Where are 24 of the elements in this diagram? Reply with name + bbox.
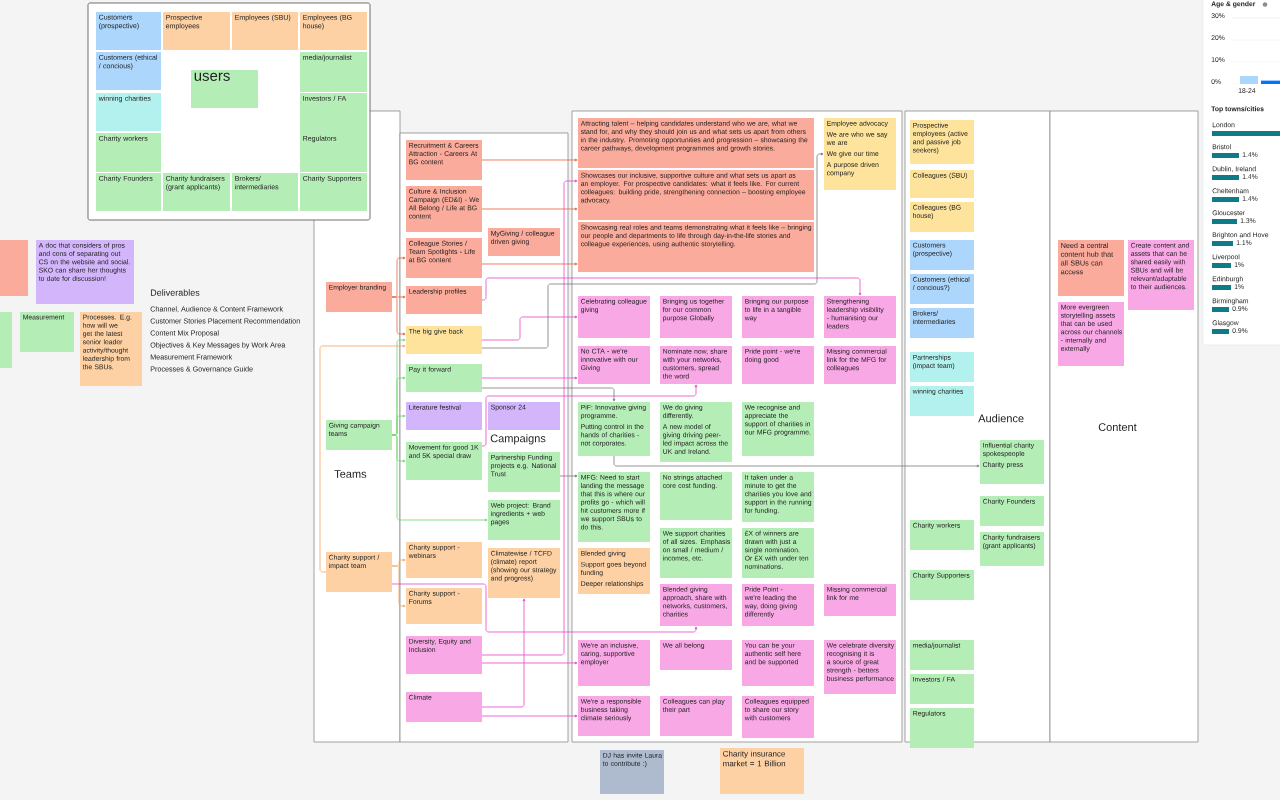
connector-arrow (481, 384, 698, 447)
connector-arrow (391, 565, 406, 608)
sticky-note: Charity insurance market = 1 Billion (720, 748, 804, 794)
connector-arrow (481, 179, 578, 656)
connector-arrow (391, 583, 698, 633)
connector-arrow (481, 661, 578, 665)
connector-arrow (481, 376, 578, 380)
connector-arrow (481, 315, 578, 341)
connector-arrow (481, 714, 578, 718)
connector-arrow (559, 474, 578, 478)
connector-arrow (481, 387, 616, 402)
connector-arrow (481, 152, 824, 349)
connector-arrow (481, 207, 578, 211)
connector-arrow (391, 296, 406, 336)
sticky-note (0, 312, 12, 368)
connector-arrow (481, 277, 862, 301)
sticky-note: users (191, 70, 258, 108)
connector-arrow (481, 158, 578, 162)
connector-arrow (481, 598, 526, 708)
connector-arrow (481, 262, 578, 266)
sticky-note (0, 240, 28, 296)
heading: Deliverables (150, 289, 200, 296)
connector-arrow (613, 455, 980, 468)
connector-arrow (391, 434, 488, 522)
